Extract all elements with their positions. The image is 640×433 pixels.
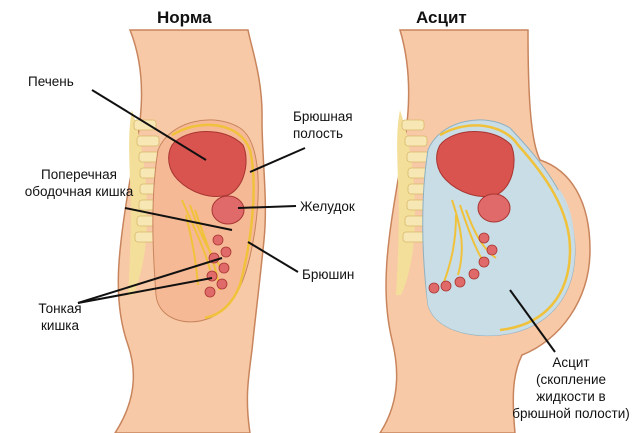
- colon-leader: [124, 207, 233, 231]
- ascites-figure: [379, 29, 591, 433]
- liver-label: Печень: [28, 74, 74, 89]
- normal-stomach: [211, 195, 245, 225]
- stomach-label: Желудок: [300, 199, 355, 214]
- transverse-colon-label-line-1: Поперечная: [41, 167, 117, 182]
- normal-liver: [168, 131, 247, 197]
- ascites-peritoneum-line: [439, 124, 572, 332]
- normal-title: Норма: [157, 8, 212, 27]
- small-intestine-label-line-1: Тонкая: [38, 301, 82, 316]
- leader-lines: [77, 89, 556, 353]
- normal-figure: [114, 29, 267, 433]
- cavity-leader: [249, 147, 306, 173]
- normal-mesentery: [181, 199, 223, 291]
- ascites-stomach: [477, 193, 511, 223]
- ascites-mesentery: [443, 199, 497, 283]
- intestine-leader-1: [77, 257, 223, 304]
- ascites-title: Асцит: [416, 8, 467, 27]
- transverse-colon-label: Поперечная ободочная кишка: [4, 166, 154, 200]
- peritoneum-leader: [247, 241, 299, 273]
- transverse-colon-label-line-2: ободочная кишка: [24, 184, 134, 199]
- small-intestine-label-line-2: кишка: [41, 318, 79, 333]
- small-intestine-label: Тонкая кишка: [25, 300, 95, 334]
- stomach-leader: [237, 205, 297, 209]
- abdominal-cavity-label: Брюшная полость: [293, 108, 353, 142]
- ascites-label-line-3: жидкости в: [536, 389, 606, 404]
- ascites-fluid-top: [425, 190, 575, 336]
- abdominal-cavity-label-line-2: полость: [293, 126, 344, 141]
- ascites-label-line-1: Асцит: [552, 355, 590, 370]
- ascites-label-line-4: брюшной полости): [512, 406, 630, 421]
- peritoneum-label: Брюшин: [302, 267, 355, 282]
- normal-peritoneum-line: [171, 123, 255, 320]
- intestine-leader-2: [77, 277, 213, 304]
- ascites-label-line-2: (скопление: [535, 372, 606, 387]
- liver-leader: [91, 89, 207, 161]
- abdominal-cavity-label-line-1: Брюшная: [293, 109, 353, 124]
- ascites-label: Асцит (скопление жидкости в брюшной поло…: [508, 354, 634, 422]
- ascites-small-intestine: [428, 232, 498, 294]
- ascites-leader: [509, 289, 556, 353]
